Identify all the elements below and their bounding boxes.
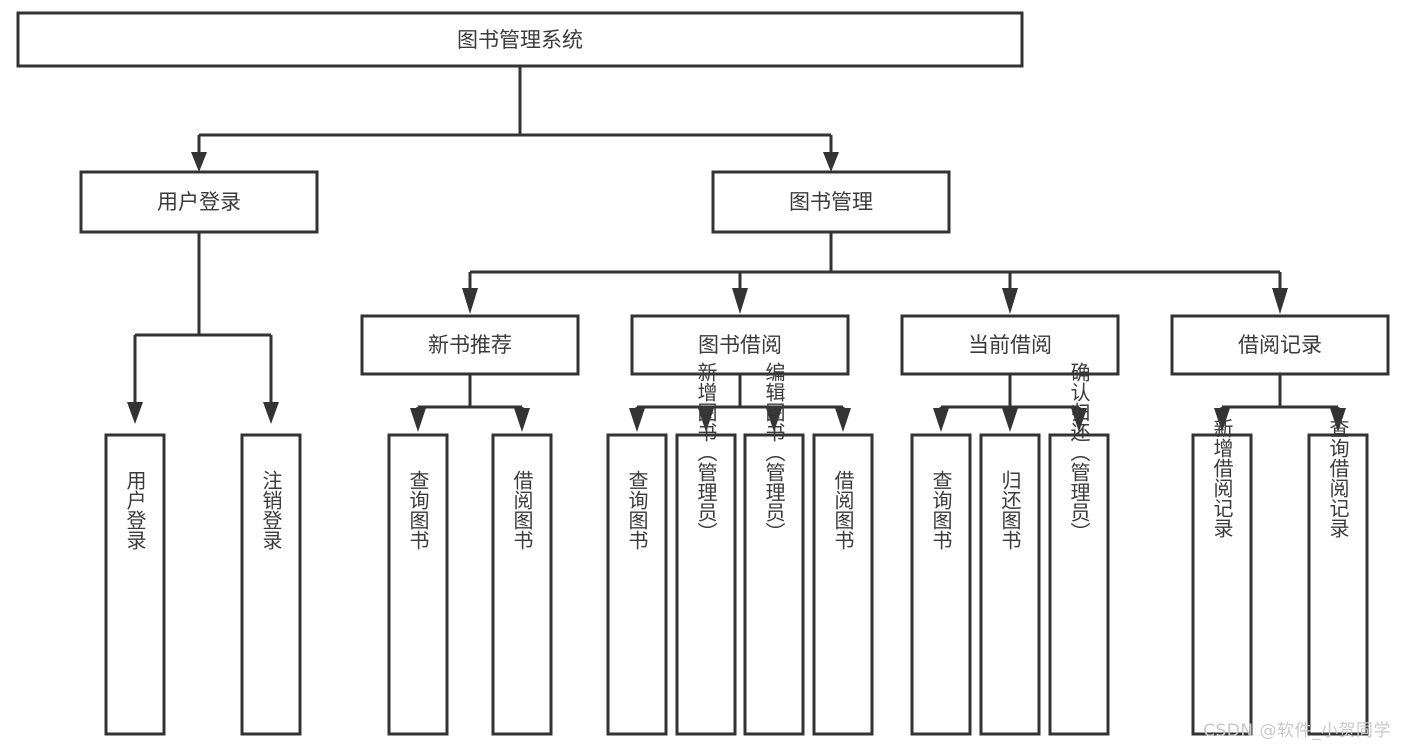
node-leaf-borrow-book-2-label: 借阅图书: [831, 470, 855, 550]
arrow-head-icon: [410, 408, 426, 432]
node-leaf-add-book-box: [675, 433, 737, 736]
node-leaf-user-login[interactable]: 用户登录: [104, 433, 166, 736]
arrow-head-icon: [698, 408, 714, 432]
arrow-head-icon: [629, 408, 645, 432]
node-leaf-query-book-2-label: 查询图书: [625, 470, 649, 550]
arrow-head-icon: [1071, 408, 1087, 432]
node-leaf-edit-book[interactable]: 编辑图书（管理员）: [743, 362, 805, 736]
arrow-head-icon: [835, 408, 851, 432]
node-leaf-return-book[interactable]: 归还图书: [979, 433, 1041, 736]
node-leaf-query-book-1[interactable]: 查询图书: [387, 433, 449, 736]
arrow-head-icon: [1330, 408, 1346, 432]
node-leaf-query-book-3[interactable]: 查询图书: [910, 433, 972, 736]
node-leaf-borrow-book-1[interactable]: 借阅图书: [491, 433, 553, 736]
node-leaf-query-book-1-label: 查询图书: [406, 470, 430, 550]
node-new-book-recommend-label: 新书推荐: [428, 333, 512, 357]
arrow-head-icon: [1272, 288, 1288, 314]
arrow-head-icon: [732, 288, 748, 314]
node-leaf-edit-book-box: [743, 433, 805, 736]
node-borrow-record-label: 借阅记录: [1238, 333, 1322, 357]
node-leaf-query-book-3-label: 查询图书: [929, 470, 953, 550]
arrow-head-icon: [191, 152, 207, 172]
node-leaf-add-record[interactable]: 新增借阅记录: [1191, 418, 1253, 736]
arrow-head-icon: [263, 402, 279, 424]
node-book-management[interactable]: 图书管理: [711, 170, 951, 234]
connector-root-to-level2: [191, 66, 839, 172]
node-leaf-query-book-2[interactable]: 查询图书: [606, 433, 668, 736]
node-current-borrow-label: 当前借阅: [968, 333, 1052, 357]
connector-bookborrow-to-leaves: [629, 374, 851, 432]
node-user-login[interactable]: 用户登录: [79, 170, 319, 234]
arrow-head-icon: [1214, 408, 1230, 432]
connector-currentborrow-to-leaves: [933, 374, 1087, 432]
node-leaf-user-login-box: [104, 433, 166, 736]
node-leaf-logout-login-label: 注销登录: [259, 470, 283, 550]
arrow-head-icon: [823, 152, 839, 172]
node-current-borrow[interactable]: 当前借阅: [900, 314, 1120, 376]
node-leaf-return-book-label: 归还图书: [998, 470, 1022, 550]
node-leaf-edit-book-label: 编辑图书（管理员）: [762, 362, 786, 542]
node-new-book-recommend-box: [360, 314, 580, 376]
node-user-login-label: 用户登录: [157, 190, 241, 214]
connector-newbook-to-leaves: [410, 374, 530, 432]
node-leaf-borrow-book-2-box: [812, 433, 874, 736]
node-borrow-record-box: [1170, 314, 1390, 376]
connector-bookmgmt-to-level3: [462, 232, 1288, 314]
arrow-head-icon: [127, 402, 143, 424]
arrow-head-icon: [1002, 288, 1018, 314]
node-book-borrow-label: 图书借阅: [698, 333, 782, 357]
node-leaf-logout-login-box: [240, 433, 302, 736]
node-leaf-borrow-book-1-label: 借阅图书: [510, 470, 534, 550]
node-leaf-borrow-book-2[interactable]: 借阅图书: [812, 433, 874, 736]
node-root-system[interactable]: 图书管理系统: [16, 11, 1024, 68]
node-root-label: 图书管理系统: [457, 28, 583, 52]
connector-borrowrecord-to-leaves: [1214, 374, 1346, 432]
node-book-borrow[interactable]: 图书借阅: [630, 314, 850, 376]
node-leaf-return-book-box: [979, 433, 1041, 736]
node-leaf-user-login-label: 用户登录: [123, 470, 147, 550]
node-leaf-query-record-box: [1307, 433, 1369, 736]
node-leaf-query-book-1-box: [387, 433, 449, 736]
node-leaf-query-record-label: 查询借阅记录: [1326, 418, 1350, 538]
node-current-borrow-box: [900, 314, 1120, 376]
connector-userlogin-to-leaves: [127, 232, 279, 424]
node-leaf-confirm-return-label: 确认归还（管理员）: [1067, 362, 1091, 542]
arrow-head-icon: [514, 408, 530, 432]
arrow-head-icon: [933, 408, 949, 432]
node-user-login-box: [79, 170, 319, 234]
arrow-head-icon: [766, 408, 782, 432]
arrow-head-icon: [1002, 408, 1018, 432]
node-book-management-label: 图书管理: [789, 190, 873, 214]
node-leaf-confirm-return-box: [1048, 433, 1110, 736]
node-leaf-add-book[interactable]: 新增图书（管理员）: [675, 362, 737, 736]
node-leaf-borrow-book-1-box: [491, 433, 553, 736]
node-new-book-recommend[interactable]: 新书推荐: [360, 314, 580, 376]
arrow-head-icon: [462, 288, 478, 314]
node-book-management-box: [711, 170, 951, 234]
node-leaf-logout-login[interactable]: 注销登录: [240, 433, 302, 736]
node-root-box: [16, 11, 1024, 68]
node-book-borrow-box: [630, 314, 850, 376]
node-leaf-query-book-3-box: [910, 433, 972, 736]
node-leaf-query-book-2-box: [606, 433, 668, 736]
node-leaf-add-record-label: 新增借阅记录: [1210, 418, 1234, 538]
node-leaf-confirm-return[interactable]: 确认归还（管理员）: [1048, 362, 1110, 736]
node-leaf-add-book-label: 新增图书（管理员）: [694, 362, 718, 542]
node-leaf-add-record-box: [1191, 433, 1253, 736]
node-borrow-record[interactable]: 借阅记录: [1170, 314, 1390, 376]
node-leaf-query-record[interactable]: 查询借阅记录: [1307, 418, 1369, 736]
